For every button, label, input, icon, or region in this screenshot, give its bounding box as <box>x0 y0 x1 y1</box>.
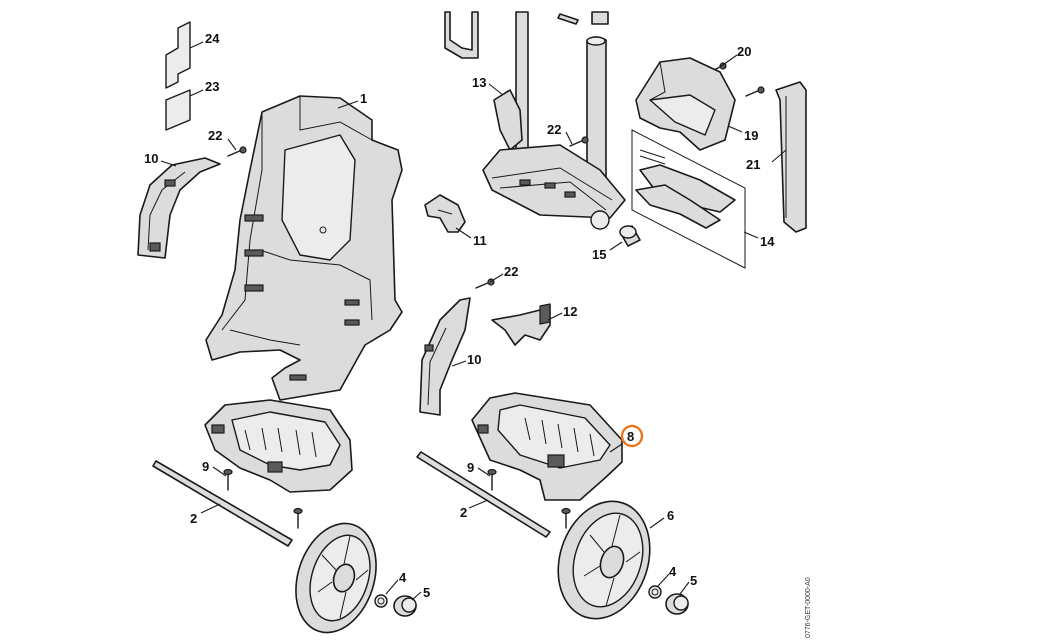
part-8-foot-right <box>471 392 623 501</box>
part-8-foot-left <box>204 399 353 493</box>
part-2-axle-right <box>416 451 551 538</box>
part-2-axle-left <box>152 460 293 547</box>
document-id: 0776-GET-0000-A0 <box>805 577 812 638</box>
leader-lines <box>160 41 787 601</box>
callout-9-b: 9 <box>467 460 474 475</box>
part-10-side-cover-left <box>137 157 221 259</box>
callout-21: 21 <box>746 157 760 172</box>
part-22-screw-b <box>569 136 589 147</box>
part-15-roller <box>619 225 641 247</box>
callout-10-b: 10 <box>467 352 481 367</box>
callout-5-b: 5 <box>690 573 697 588</box>
callout-22-a: 22 <box>208 128 222 143</box>
callout-1: 1 <box>360 91 367 106</box>
part-5-cap-left <box>393 595 417 617</box>
part-9-screw-right <box>487 468 497 491</box>
callout-4-a: 4 <box>399 570 407 585</box>
callout-2-a: 2 <box>190 511 197 526</box>
part-19-holder <box>635 57 736 151</box>
callout-20: 20 <box>737 44 751 59</box>
part-24-label-sheet <box>165 21 191 89</box>
callout-22-b: 22 <box>547 122 561 137</box>
part-6-wheel-right <box>557 500 651 620</box>
highlight-ring-8 <box>620 424 644 448</box>
callout-9-a: 9 <box>202 459 209 474</box>
part-9-screw-left <box>223 468 233 491</box>
part-1-housing-frame <box>205 95 403 401</box>
part-screw-lower-right <box>561 507 571 529</box>
callout-15: 15 <box>592 247 606 262</box>
callout-10-a: 10 <box>144 151 158 166</box>
part-14-mounting-kit <box>631 129 746 269</box>
callout-5-a: 5 <box>423 585 430 600</box>
part-22-screw-c <box>475 278 495 289</box>
callout-labels: 24 23 1 22 10 13 22 20 19 21 14 15 11 22… <box>144 31 775 600</box>
callout-12: 12 <box>563 304 577 319</box>
part-12-bracket <box>491 303 551 346</box>
callout-2-b: 2 <box>460 505 467 520</box>
callout-14: 14 <box>760 234 775 249</box>
part-23-label-sheet <box>165 89 191 131</box>
part-5-cap-right <box>665 593 689 615</box>
part-11-clip <box>424 194 466 233</box>
part-screw-lower-left <box>293 507 303 529</box>
callout-6: 6 <box>667 508 674 523</box>
callout-8: 8 <box>627 429 634 444</box>
part-6-wheel-left <box>295 522 377 634</box>
callout-22-c: 22 <box>504 264 518 279</box>
callout-23: 23 <box>205 79 219 94</box>
callout-11: 11 <box>473 233 487 248</box>
part-19-screw <box>745 86 765 97</box>
part-4-washer-left <box>374 594 388 608</box>
callout-4-b: 4 <box>669 564 677 579</box>
part-21-guide-rail <box>775 81 807 233</box>
part-10-side-cover-right <box>419 297 471 416</box>
part-4-washer-right <box>648 585 662 599</box>
callout-24: 24 <box>205 31 220 46</box>
callout-19: 19 <box>744 128 758 143</box>
callout-13: 13 <box>472 75 486 90</box>
part-13-handle-assembly <box>444 11 626 230</box>
part-22-screw-a <box>227 146 247 157</box>
